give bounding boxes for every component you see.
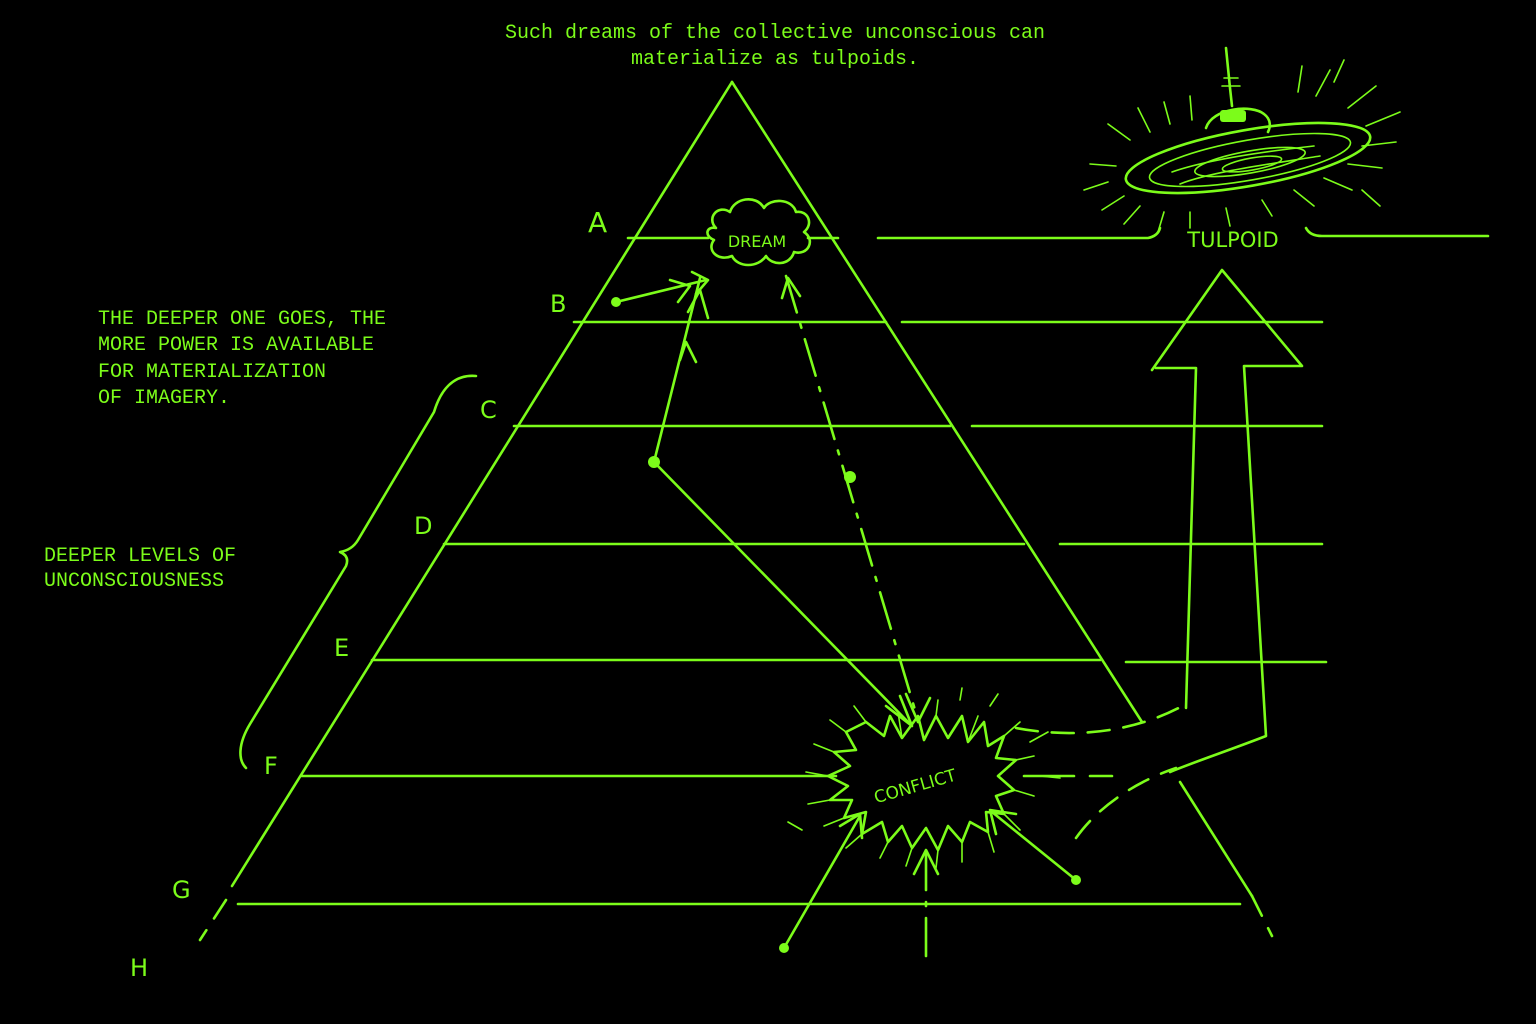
level-label-g: G [172,876,191,904]
conflict-burst [826,714,1018,852]
origin-dot-lower-right [1071,875,1081,885]
level-label-e: E [334,634,349,662]
arrow-c-to-dream [652,276,702,464]
arrow-b-to-dream [614,278,708,304]
arrow-c-to-dream-head-2 [686,288,710,320]
dashed-arrow-down-head [904,692,932,724]
level-label-d: D [414,512,432,540]
conflict-to-arrow-link-lower [1074,766,1178,840]
pyramid-left-edge-extension [198,898,228,942]
level-label-h: H [130,954,148,982]
level-label-c: C [480,396,497,424]
origin-dot-lower-left [779,943,789,953]
top-caption: Such dreams of the collective unconsciou… [504,22,1046,71]
arrow-lower-right-head [988,808,1018,836]
level-line-e [370,658,1328,664]
tulpoid-saucer-icon [1083,46,1401,233]
level-label-b: B [550,290,566,318]
deeper-levels-brace [239,374,478,770]
dashed-arrow-dream-conflict [784,274,920,722]
pyramid-right-edge [730,80,1254,898]
level-line-a [626,226,1490,240]
pyramid-right-edge-extension [1250,894,1274,938]
conflict-burst-rays [787,687,1061,869]
level-label-f: F [264,752,278,780]
arrow-bottom-head [912,848,940,876]
conflict-to-arrow-link-upper [1014,702,1188,735]
arrow-b-to-dream-head-1 [668,278,692,304]
dashed-arrow-up-head [780,276,802,300]
deeper-levels-note: DEEPER LEVELS OF UNCONSCIOUSNESS [44,545,237,593]
dream-label: DREAM [728,232,786,251]
tulpoid-arrow [1150,268,1304,774]
arrow-c-to-dream-head-1 [678,340,698,364]
dashed-line-dot [844,471,856,483]
level-label-a: A [588,206,607,239]
arrow-c-to-conflict [652,460,912,726]
arrow-lower-left-to-conflict [782,814,862,950]
pyramid-left-edge [230,80,734,888]
origin-dot-b [611,297,621,307]
conflict-label: CONFLICT [872,766,959,809]
power-note: THE DEEPER ONE GOES, THE MORE POWER IS A… [98,308,387,411]
arrow-lower-left-head [838,812,864,840]
arrow-lower-right-to-conflict [990,810,1078,882]
tulpoid-label: TULPOID [1186,228,1278,252]
dream-cloud [706,198,812,267]
